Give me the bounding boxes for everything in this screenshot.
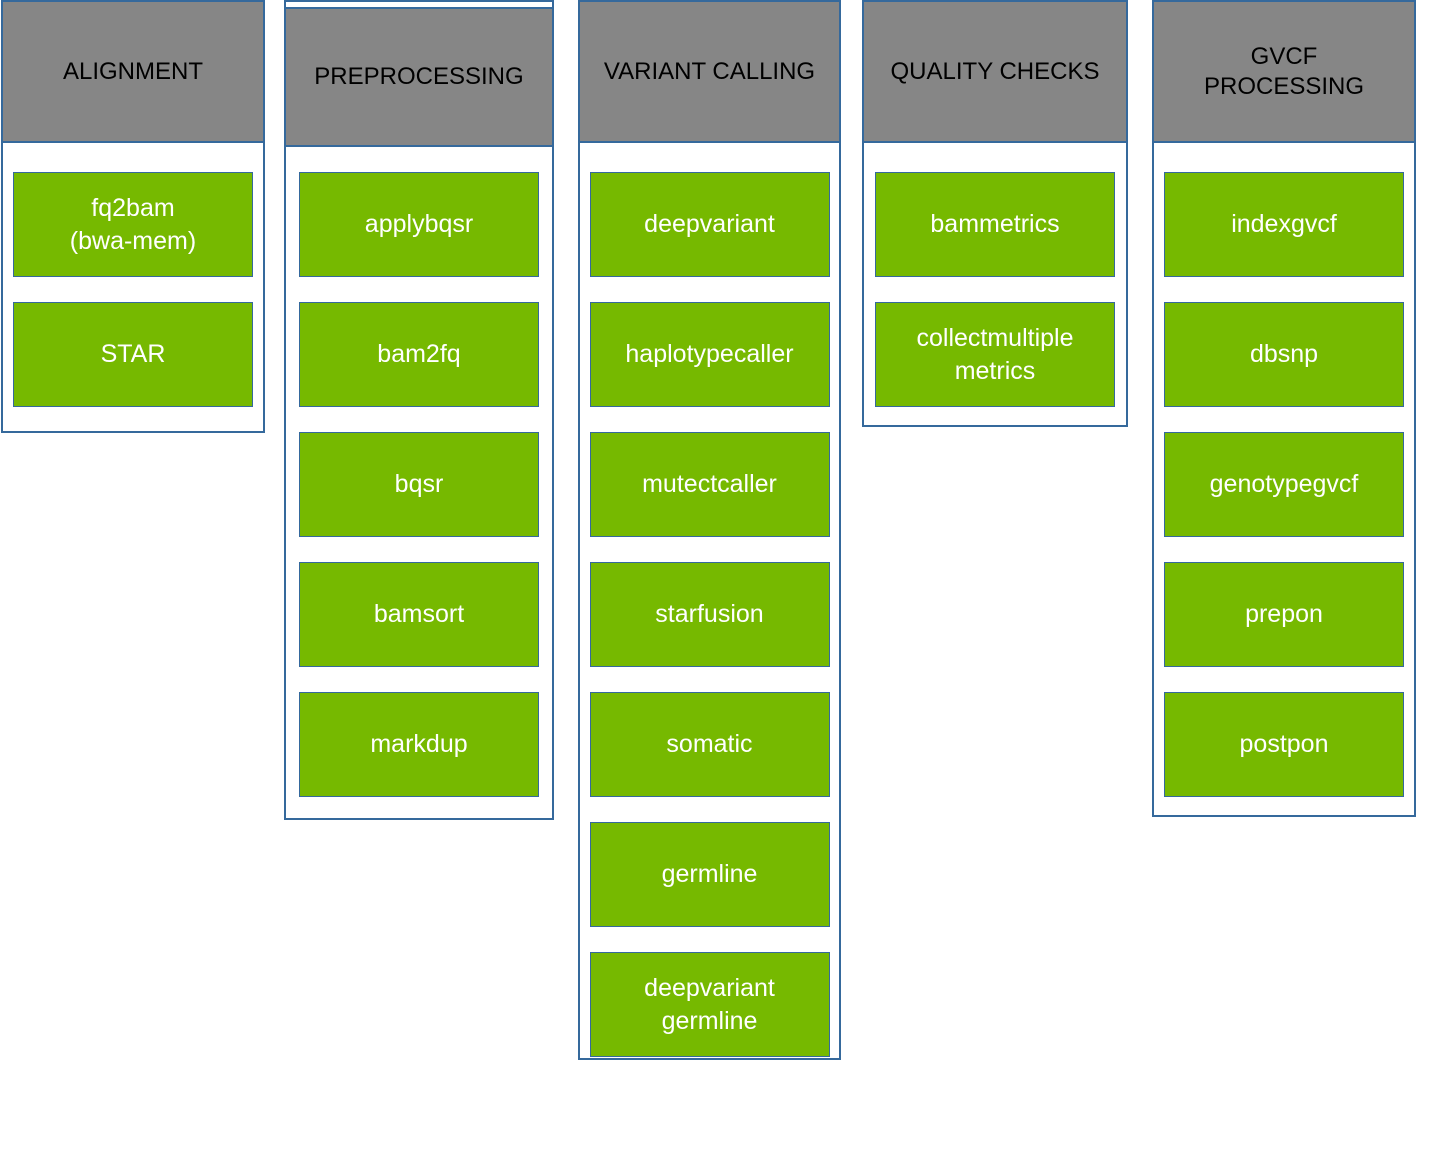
stage-box-fq2bam-bwa-mem: fq2bam (bwa-mem) — [13, 172, 253, 277]
stage-box-applybqsr: applybqsr — [299, 172, 539, 277]
column-header-alignment: ALIGNMENT — [1, 0, 265, 143]
stage-box-haplotypecaller: haplotypecaller — [589, 302, 830, 407]
stage-box-deepvariant: deepvariant — [589, 172, 830, 277]
stage-box-mutectcaller: mutectcaller — [589, 432, 830, 537]
pipeline-column-alignment: ALIGNMENT fq2bam (bwa-mem) STAR — [1, 0, 265, 433]
stage-box-germline: germline — [589, 822, 830, 927]
stage-box-indexgvcf: indexgvcf — [1164, 172, 1404, 277]
stage-box-somatic: somatic — [589, 692, 830, 797]
stage-box-postpon: postpon — [1164, 692, 1404, 797]
stage-box-collectmultiple-metrics: collectmultiple metrics — [875, 302, 1115, 407]
stage-box-prepon: prepon — [1164, 562, 1404, 667]
pipeline-column-preprocessing: PREPROCESSING applybqsr bam2fq bqsr bamsort m… — [284, 0, 554, 820]
pipeline-column-gvcf-processing: GVCF PROCESSING indexgvcf dbsnp genotypegvc… — [1152, 0, 1416, 817]
stage-box-bamsort: bamsort — [299, 562, 539, 667]
stage-box-bqsr: bqsr — [299, 432, 539, 537]
column-header-quality-checks: QUALITY CHECKS — [862, 0, 1128, 143]
pipeline-column-quality-checks: QUALITY CHECKS bammetrics collectmultiple … — [862, 0, 1128, 427]
stage-box-genotypegvcf: genotypegvcf — [1164, 432, 1404, 537]
stage-box-starfusion: starfusion — [589, 562, 830, 667]
pipeline-column-variant-calling: VARIANT CALLING deepvariant haplotypecalle… — [578, 0, 841, 1060]
stage-box-star: STAR — [13, 302, 253, 407]
stage-box-dbsnp: dbsnp — [1164, 302, 1404, 407]
column-header-variant-calling: VARIANT CALLING — [578, 0, 841, 143]
column-header-gvcf-processing: GVCF PROCESSING — [1152, 0, 1416, 143]
stage-box-bam2fq: bam2fq — [299, 302, 539, 407]
stage-box-bammetrics: bammetrics — [875, 172, 1115, 277]
stage-box-deepvariant-germline: deepvariant germline — [589, 952, 830, 1057]
stage-box-markdup: markdup — [299, 692, 539, 797]
column-header-preprocessing: PREPROCESSING — [284, 7, 554, 147]
